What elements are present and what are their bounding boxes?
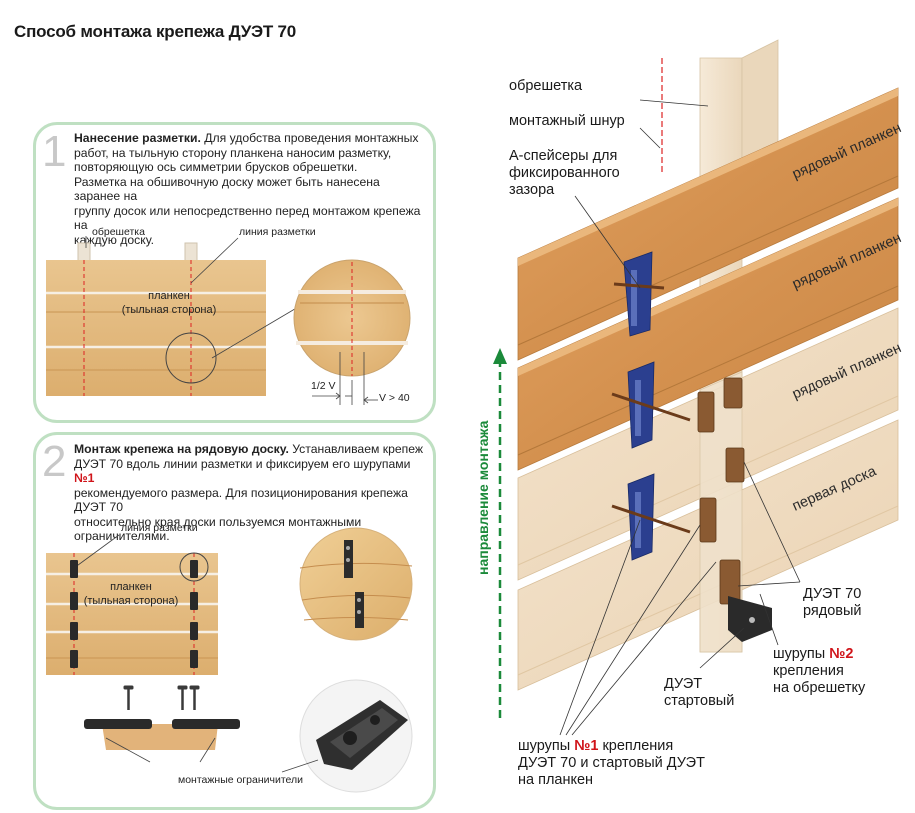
step-2-line: относительно края доски пользуемся монта… <box>74 514 362 544</box>
step-1-text: Нанесение разметки. Для удобства проведе… <box>74 131 424 247</box>
step-1-line: каждую доску. <box>74 232 154 247</box>
label-line: крепления <box>773 663 844 679</box>
step-2-line: рекомендуемого размера. Для позициониров… <box>74 485 408 515</box>
step-2-label-mark-line: линия разметки <box>121 522 198 534</box>
step-2-number: 2 <box>42 437 67 486</box>
step-1-line: работ, на тыльную сторону планкена нанос… <box>74 145 392 160</box>
label-line: на планкен <box>518 772 594 788</box>
label-line: зазора <box>509 182 555 198</box>
step-1-detail-circle <box>293 259 411 405</box>
step-2-limiters <box>84 719 240 763</box>
label-duet-row: ДУЭТ 70 рядовый <box>803 586 862 620</box>
step-1-line: Для удобства проведения монтажных <box>204 131 419 145</box>
step-2-photo-circle <box>299 527 413 641</box>
label-line: рядовый <box>803 603 862 619</box>
step-2-label-limiters: монтажные ограничители <box>178 774 304 786</box>
label-line: на обрешетку <box>773 680 866 696</box>
dim-half-v: 1/2 V <box>311 380 336 392</box>
label-line: фиксированного <box>509 165 620 181</box>
label-line: А-спейсеры для <box>509 148 618 164</box>
screw-no1-ref: №1 <box>574 738 599 754</box>
step-2-text: Монтаж крепежа на рядовую доску. Устанав… <box>74 442 429 544</box>
step-1-line: группу досок или непосредственно перед м… <box>74 203 421 233</box>
label-duet-start: ДУЭТ стартовый <box>664 676 734 710</box>
step-1-line: Разметка на обшивочную доску может быть … <box>74 174 380 204</box>
step-1-line: повторяющую ось симметрии брусков обреше… <box>74 160 358 174</box>
step-1-number: 1 <box>42 127 67 176</box>
step-1-board-drawing <box>46 236 311 396</box>
label-line: шурупы <box>518 738 571 754</box>
label-line: ДУЭТ 70 и стартовый ДУЭТ <box>518 755 705 771</box>
page-title: Способ монтажа крепежа ДУЭТ 70 <box>14 22 297 41</box>
label-cord: монтажный шнур <box>509 113 625 129</box>
board-label-line: планкен <box>110 581 152 593</box>
label-mount-direction: направление монтажа <box>475 420 491 575</box>
dim-v: V > 40 <box>379 392 410 404</box>
screw-no2-ref: №2 <box>829 646 854 662</box>
step-1-heading: Нанесение разметки. <box>74 131 201 145</box>
board-label-line: (тыльная сторона) <box>83 595 179 607</box>
label-line: шурупы <box>773 646 826 662</box>
label-line: ДУЭТ <box>664 676 703 692</box>
board-label-line: (тыльная сторона) <box>121 304 217 316</box>
label-screws-no2: шурупы №2 крепления на обрешетку <box>773 646 865 697</box>
step-2-heading: Монтаж крепежа на рядовую доску. <box>74 442 289 456</box>
step-2-line: Устанавливаем крепеж <box>292 442 424 456</box>
screw-no1-ref: №1 <box>74 471 95 485</box>
step-2-board-label: планкен (тыльная сторона) <box>76 580 186 608</box>
label-line: стартовый <box>664 693 735 709</box>
label-spacers: А-спейсеры для фиксированного зазора <box>509 148 620 199</box>
assembly-3d <box>493 39 899 736</box>
label-line: крепления <box>602 738 674 754</box>
label-line: ДУЭТ 70 <box>803 586 862 602</box>
label-lath: обрешетка <box>509 78 583 94</box>
label-screws-no1: шурупы №1 крепления ДУЭТ 70 и стартовый … <box>518 738 705 789</box>
step-1-board-label: планкен (тыльная сторона) <box>114 289 224 317</box>
board-label-line: планкен <box>148 290 190 302</box>
step-2-fasteners <box>70 560 198 668</box>
step-2-screws <box>123 685 200 710</box>
step-2-limiter-photo <box>281 679 413 793</box>
step-1-label-lath: обрешетка <box>92 226 145 238</box>
step-1-label-mark-line: линия разметки <box>239 226 316 238</box>
step-2-line: ДУЭТ 70 вдоль линии разметки и фиксируем… <box>74 456 411 471</box>
